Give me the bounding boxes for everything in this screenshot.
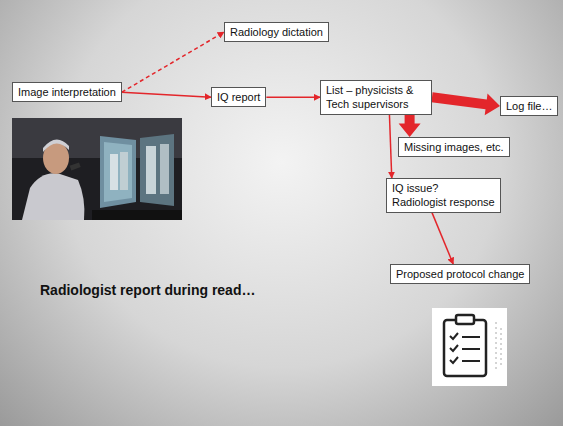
box-text: IQ report: [217, 90, 260, 104]
box-text: Radiology dictation: [230, 25, 323, 39]
block-arrow: [399, 115, 421, 137]
checklist-icon: [432, 308, 507, 386]
process-box: List – physicists & Tech supervisors: [320, 80, 432, 115]
process-box: Missing images, etc.: [398, 137, 510, 157]
process-box: Radiology dictation: [224, 22, 329, 42]
process-box: Image interpretation: [12, 82, 122, 102]
flow-arrow: [266, 96, 320, 98]
process-box: IQ report: [211, 87, 266, 107]
flow-arrow: [122, 92, 211, 97]
process-box: Proposed protocol change: [390, 264, 530, 284]
box-text: Log file…: [506, 99, 552, 113]
block-arrow: [431, 92, 500, 115]
box-text: List – physicists & Tech supervisors: [326, 83, 426, 112]
box-text: Proposed protocol change: [396, 267, 524, 281]
process-box: Log file…: [500, 96, 558, 116]
box-text: IQ issue? Radiologist response: [392, 181, 495, 210]
process-box: IQ issue? Radiologist response: [386, 178, 501, 213]
slide-caption: Radiologist report during read…: [40, 282, 255, 298]
box-text: Image interpretation: [18, 85, 116, 99]
dashed-arrow: [122, 32, 224, 92]
radiologist-photo: [12, 118, 182, 220]
flow-arrow: [432, 213, 453, 264]
flow-arrow: [389, 115, 391, 178]
box-text: Missing images, etc.: [404, 140, 504, 154]
